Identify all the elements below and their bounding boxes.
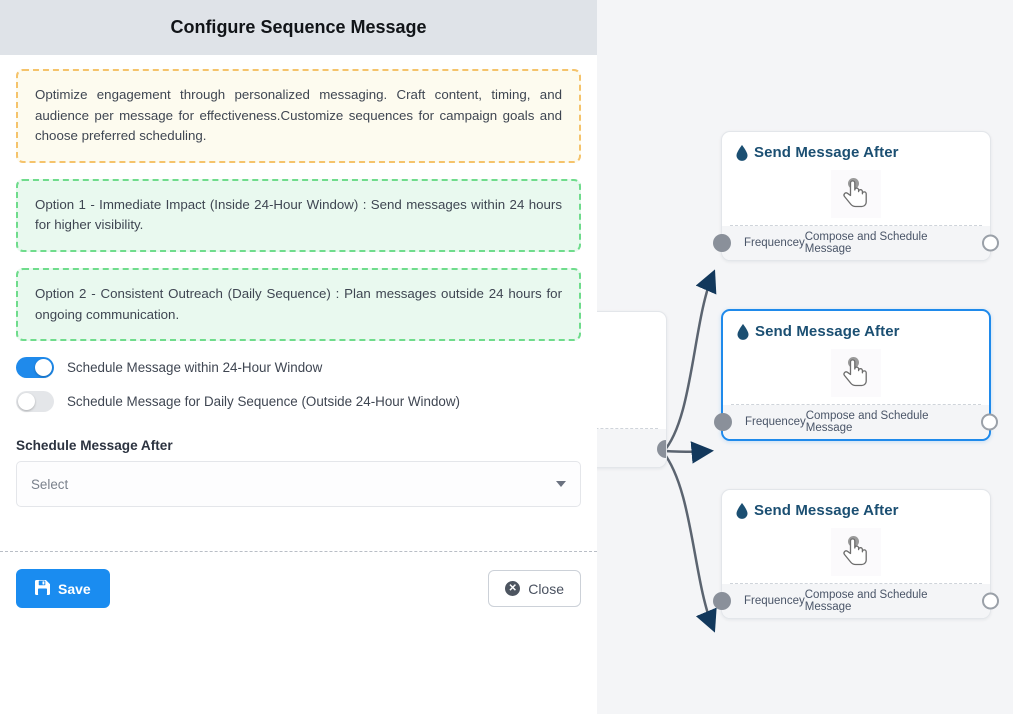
schedule-message-after-select[interactable]: Select xyxy=(16,461,581,508)
node-divider xyxy=(730,583,982,584)
node-body-icon-wrap xyxy=(723,349,989,397)
toggle-knob xyxy=(35,359,52,377)
panel-header: Configure Sequence Message xyxy=(0,0,597,55)
node-title-row: Send Message After xyxy=(736,502,976,519)
flow-node-send-message-after-1[interactable]: Send Message After Frequencey Compose an… xyxy=(713,131,999,261)
select-value: Select xyxy=(31,476,69,492)
node-body-icon-wrap xyxy=(722,528,990,576)
pointing-hand-icon[interactable] xyxy=(831,349,881,397)
node-footer-compose-label: Compose and Schedule Message xyxy=(804,231,928,255)
circle-x-icon: ✕ xyxy=(505,581,521,596)
toggle-label-within-24h: Schedule Message within 24-Hour Window xyxy=(67,360,323,376)
output-port[interactable] xyxy=(982,592,999,610)
node-title-text: Send Message After xyxy=(755,323,900,340)
node-footer: Frequencey Compose and Schedule Message xyxy=(714,405,998,439)
node-footer: Frequencey Compose and Schedule Message xyxy=(713,226,999,260)
node-body: Send Message After xyxy=(723,311,989,404)
node-title-row: Send Message After xyxy=(737,323,975,340)
pointing-hand-icon[interactable] xyxy=(831,528,881,576)
footer-divider xyxy=(0,551,597,552)
page-title: Configure Sequence Message xyxy=(170,17,427,37)
node-title-text: Send Message After xyxy=(754,502,899,519)
close-button[interactable]: ✕ Close xyxy=(488,570,581,607)
node-footer-frequency-label: Frequencey xyxy=(744,595,805,607)
flow-canvas[interactable]: ce Message Send Message After xyxy=(597,0,1013,714)
node-title-row: Send Message After xyxy=(736,144,976,161)
node-partial-footer: ce Message xyxy=(597,429,666,467)
toggle-row-within-24h[interactable]: Schedule Message within 24-Hour Window xyxy=(16,357,581,379)
pointing-hand-icon[interactable] xyxy=(831,170,881,218)
node-partial-body xyxy=(597,312,666,428)
connector-edges xyxy=(661,269,717,633)
flow-node-partial[interactable]: ce Message xyxy=(597,311,667,468)
node-footer-compose-label: Compose and Schedule Message xyxy=(804,589,928,613)
node-body-icon-wrap xyxy=(722,170,990,218)
input-port[interactable] xyxy=(714,413,732,431)
save-button-label: Save xyxy=(58,580,91,597)
toggle-schedule-within-24h[interactable] xyxy=(16,357,54,379)
save-button[interactable]: Save xyxy=(16,569,110,608)
input-port[interactable] xyxy=(713,592,731,610)
schedule-message-after-label: Schedule Message After xyxy=(16,438,173,454)
info-callout-description: Optimize engagement through personalized… xyxy=(16,69,581,163)
save-floppy-icon xyxy=(35,579,50,598)
info-callout-option-1: Option 1 - Immediate Impact (Inside 24-H… xyxy=(16,178,581,253)
toggle-schedule-daily-sequence[interactable] xyxy=(16,391,54,413)
panel-content: Optimize engagement through personalized… xyxy=(0,55,597,508)
flow-node-send-message-after-3[interactable]: Send Message After Frequencey Compose an… xyxy=(713,489,999,619)
node-divider xyxy=(730,225,982,226)
output-port[interactable] xyxy=(982,234,999,252)
node-footer-frequency-label: Frequencey xyxy=(745,416,806,428)
output-port[interactable] xyxy=(981,413,998,431)
node-divider xyxy=(731,404,981,405)
flow-node-send-message-after-2[interactable]: Send Message After Frequencey Compose an… xyxy=(714,309,998,441)
node-footer-frequency-label: Frequencey xyxy=(744,237,805,249)
toggle-knob xyxy=(18,393,35,411)
node-title-text: Send Message After xyxy=(754,144,899,161)
water-drop-icon xyxy=(737,323,749,340)
chevron-down-icon[interactable] xyxy=(556,481,566,488)
node-partial-divider xyxy=(597,428,658,429)
toggle-row-daily-sequence[interactable]: Schedule Message for Daily Sequence (Out… xyxy=(16,391,581,413)
node-body: Send Message After xyxy=(722,132,990,225)
input-port[interactable] xyxy=(713,234,731,252)
node-footer-compose-label: Compose and Schedule Message xyxy=(805,410,929,434)
node-footer: Frequencey Compose and Schedule Message xyxy=(713,584,999,618)
water-drop-icon xyxy=(736,502,748,519)
info-callout-option-2: Option 2 - Consistent Outreach (Daily Se… xyxy=(16,268,581,342)
output-port[interactable] xyxy=(657,440,666,458)
water-drop-icon xyxy=(736,144,748,161)
panel-footer: Save ✕ Close xyxy=(0,551,597,608)
toggle-label-daily-sequence: Schedule Message for Daily Sequence (Out… xyxy=(67,394,460,410)
close-button-label: Close xyxy=(528,580,564,597)
node-body: Send Message After xyxy=(722,490,990,583)
configure-sequence-message-panel: Configure Sequence Message Optimize enga… xyxy=(0,0,597,608)
